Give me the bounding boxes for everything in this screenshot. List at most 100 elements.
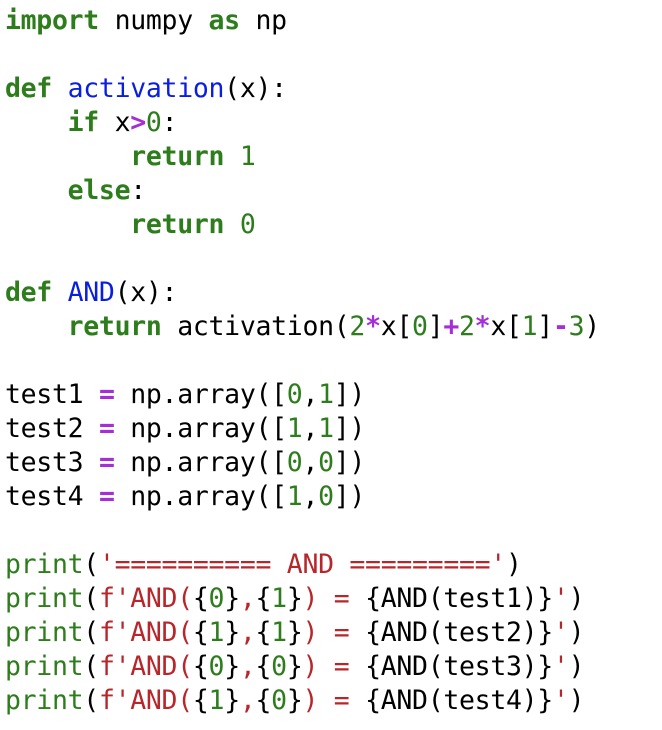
code-line: if x>0: [5, 106, 600, 140]
string-token: , [239, 651, 256, 682]
code-text-token: , [302, 413, 319, 444]
code-line: return 0 [5, 208, 600, 242]
code-text-token: ( [83, 583, 99, 614]
code-line [5, 344, 600, 378]
code-text-token: test1 [5, 379, 99, 410]
code-text-token: test2 [5, 413, 99, 444]
code-text-token: ( [83, 651, 99, 682]
code-text-token: , [302, 447, 319, 478]
code-text-token [224, 141, 240, 172]
code-line: print(f'AND({1},{0}) = {AND(test4)}') [5, 684, 600, 718]
number-token: 1 [318, 379, 334, 410]
operator-token: = [98, 481, 115, 512]
string-token: f'AND( [98, 583, 193, 614]
code-text-token: np [239, 5, 287, 36]
code-text-token: activation( [161, 311, 350, 342]
builtin-token: print [5, 685, 84, 716]
operator-token: > [130, 107, 146, 138]
code-text-token: ]) [333, 481, 366, 512]
code-text-token: ) [584, 311, 600, 342]
code-text-token: ( [83, 549, 99, 580]
builtin-token: print [5, 651, 84, 682]
number-token: 1 [521, 311, 538, 342]
number-token: 1 [208, 685, 225, 716]
code-text-token: np.array([ [114, 447, 287, 478]
code-text-token: {AND(test4)} [365, 685, 553, 716]
number-token: 2 [349, 311, 366, 342]
keyword-token: else [67, 175, 131, 206]
number-token: 1 [271, 617, 287, 648]
operator-token: - [552, 311, 569, 342]
code-line: def AND(x): [5, 276, 600, 310]
code-text-token: ( [83, 685, 99, 716]
code-block[interactable]: import numpy as np def activation(x): if… [5, 4, 600, 718]
number-token: 1 [286, 481, 303, 512]
code-text-token: } [224, 685, 240, 716]
code-line: def activation(x): [5, 72, 600, 106]
code-text-token: { [255, 617, 272, 648]
code-text-token: : [161, 107, 178, 138]
code-text-token: {AND(test2)} [365, 617, 553, 648]
string-token: f'AND( [98, 617, 193, 648]
code-text-token: x [98, 107, 131, 138]
keyword-token: def [5, 73, 52, 104]
builtin-token: print [5, 617, 84, 648]
number-token: 0 [208, 583, 225, 614]
number-token: 0 [412, 311, 428, 342]
number-token: 3 [568, 311, 585, 342]
keyword-token: return [130, 209, 225, 240]
code-line: test3 = np.array([0,0]) [5, 446, 600, 480]
operator-token: + [443, 311, 460, 342]
code-text-token: (x): [114, 277, 178, 308]
code-text-token: ( [83, 617, 99, 648]
code-text-token [224, 209, 240, 240]
keyword-token: return [67, 311, 162, 342]
code-line: return 1 [5, 140, 600, 174]
code-text-token: } [286, 583, 303, 614]
code-text-token: (x): [224, 73, 287, 104]
code-text-token: } [286, 617, 303, 648]
keyword-token: def [5, 277, 52, 308]
string-token: ' [552, 651, 569, 682]
code-line: test1 = np.array([0,1]) [5, 378, 600, 412]
code-text-token: {AND(test1)} [365, 583, 553, 614]
code-text-token: ] [427, 311, 444, 342]
operator-token: = [98, 413, 115, 444]
code-text-token [52, 73, 68, 104]
code-text-token [52, 277, 68, 308]
code-text-token: {AND(test3)} [365, 651, 553, 682]
code-text-token: np.array([ [114, 481, 287, 512]
code-text-token [5, 311, 68, 342]
code-text-token: numpy [98, 5, 209, 36]
code-text-token [5, 209, 130, 240]
code-text-token: test3 [5, 447, 99, 478]
code-text-token: : [130, 175, 146, 206]
code-text-token [5, 107, 68, 138]
number-token: 0 [239, 209, 256, 240]
code-text-token: ) [568, 583, 585, 614]
string-token: ' [552, 583, 569, 614]
code-text-token: ) [568, 651, 585, 682]
operator-token: = [98, 379, 115, 410]
code-line: print(f'AND({1},{1}) = {AND(test2)}') [5, 616, 600, 650]
number-token: 1 [318, 413, 334, 444]
builtin-token: print [5, 583, 84, 614]
code-text-token: { [255, 685, 272, 716]
code-text-token: } [286, 685, 303, 716]
code-text-token: { [192, 685, 209, 716]
code-text-token: , [302, 481, 319, 512]
string-token: f'AND( [98, 651, 193, 682]
string-token: ) = [302, 617, 366, 648]
function-name-token: AND [67, 277, 115, 308]
code-line: import numpy as np [5, 4, 600, 38]
code-text-token: { [192, 651, 209, 682]
code-text-token: ]) [333, 447, 366, 478]
code-line [5, 514, 600, 548]
builtin-token: print [5, 549, 84, 580]
code-line: print(f'AND({0},{0}) = {AND(test3)}') [5, 650, 600, 684]
string-token: ) = [302, 651, 366, 682]
code-text-token: { [192, 583, 209, 614]
code-text-token: ]) [333, 379, 366, 410]
operator-token: * [365, 311, 381, 342]
